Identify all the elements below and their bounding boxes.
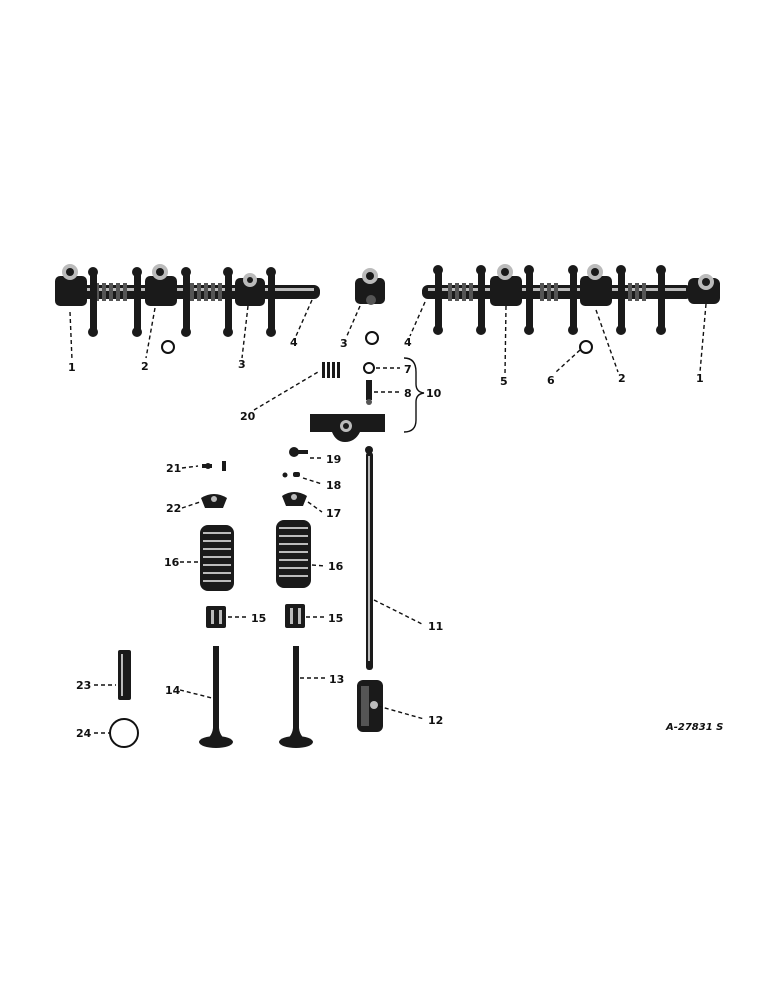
left-rocker-bracket-3 — [235, 273, 265, 306]
valve-13 — [279, 646, 313, 748]
leader-lines — [69, 299, 707, 734]
callout-3-left: 3 — [238, 358, 246, 371]
callout-labels: 1 2 3 4 3 4 5 6 2 1 7 8 10 20 19 18 17 2… — [68, 336, 723, 740]
part-17-retainer — [282, 492, 307, 506]
valve-spring-16-left — [200, 525, 234, 591]
center-rocker-bracket — [355, 268, 385, 305]
right-rocker-bracket-1 — [490, 264, 522, 306]
valve-guide-15-left — [206, 606, 226, 628]
callout-4-right: 4 — [404, 336, 412, 349]
callout-5: 5 — [500, 375, 508, 388]
right-washer — [579, 340, 593, 354]
center-washer — [365, 331, 379, 345]
callout-8: 8 — [404, 387, 412, 400]
part-21 — [202, 461, 226, 471]
callout-13: 13 — [329, 673, 344, 686]
part-8-screw — [366, 380, 372, 405]
callout-18: 18 — [326, 479, 341, 492]
callout-1-right: 1 — [696, 372, 704, 385]
left-rocker-bracket-2 — [145, 264, 177, 306]
callout-12: 12 — [428, 714, 443, 727]
callout-3-center: 3 — [340, 337, 348, 350]
left-rocker-arms — [88, 267, 276, 337]
right-end-bracket — [688, 274, 720, 304]
drawing-number: A-27831 S — [665, 722, 723, 733]
callout-20: 20 — [240, 410, 256, 423]
callout-1-left: 1 — [68, 361, 76, 374]
callout-21: 21 — [166, 462, 181, 475]
callout-16-right: 16 — [328, 560, 344, 573]
valve-14 — [199, 646, 233, 748]
callout-15-right: 15 — [328, 612, 343, 625]
bracket-10 — [403, 357, 425, 433]
callout-17: 17 — [326, 507, 341, 520]
callout-10: 10 — [426, 387, 442, 400]
part-23-pin — [118, 650, 131, 700]
push-rod-11 — [365, 446, 373, 670]
part-24-ring — [109, 718, 139, 748]
callout-15-left: 15 — [251, 612, 266, 625]
valve-spring-16-right — [276, 520, 311, 588]
part-18 — [282, 472, 300, 478]
valve-guide-15-right — [285, 604, 305, 628]
callout-2-right: 2 — [618, 372, 626, 385]
callout-14: 14 — [165, 684, 181, 697]
callout-19: 19 — [326, 453, 341, 466]
callout-23: 23 — [76, 679, 91, 692]
left-rocker-shaft-assembly — [55, 264, 320, 337]
callout-24: 24 — [76, 727, 92, 740]
left-washer — [161, 340, 175, 354]
callout-6: 6 — [547, 374, 555, 387]
right-rocker-shaft-assembly — [422, 264, 692, 335]
part-19 — [289, 447, 308, 457]
part-10-support — [310, 414, 385, 442]
right-rocker-arms — [433, 265, 666, 335]
left-rocker-bracket-1 — [55, 264, 87, 306]
shaft-spring-20 — [322, 362, 340, 378]
callout-11: 11 — [428, 620, 443, 633]
part-7-washer — [363, 362, 375, 374]
callout-22: 22 — [166, 502, 181, 515]
callout-16-left: 16 — [164, 556, 180, 569]
callout-4-left: 4 — [290, 336, 298, 349]
tappet-12 — [357, 680, 383, 732]
callout-2-left: 2 — [141, 360, 149, 373]
callout-7: 7 — [404, 363, 412, 376]
right-shaft-springs — [448, 283, 646, 301]
part-22-retainer — [201, 494, 227, 508]
right-rocker-bracket-2 — [580, 264, 612, 306]
